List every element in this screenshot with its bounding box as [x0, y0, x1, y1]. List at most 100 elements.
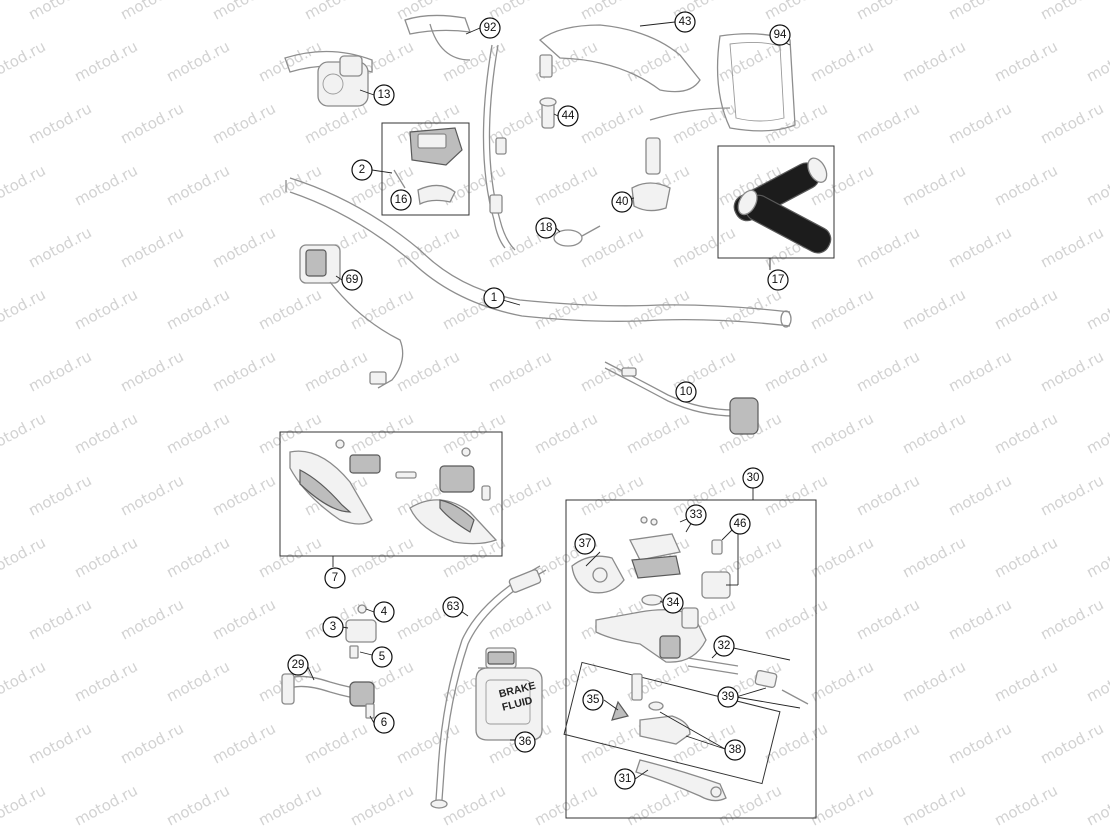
part-brake-hose — [430, 565, 547, 809]
callout-circle — [767, 269, 789, 291]
part-throttle-housing — [284, 50, 373, 107]
watermark-text: motod.ru — [577, 719, 646, 767]
watermark-text: motod.ru — [25, 595, 94, 643]
watermark-text: motod.ru — [1083, 37, 1110, 85]
watermark-text: motod.ru — [117, 0, 186, 24]
watermark-text: motod.ru — [1083, 409, 1110, 457]
watermark-text: motod.ru — [899, 161, 968, 209]
part-cable-10 — [604, 361, 759, 435]
watermark-text: motod.ru — [899, 37, 968, 85]
watermark-text: motod.ru — [945, 99, 1014, 147]
part-panel-94 — [649, 33, 796, 132]
watermark-text: motod.ru — [209, 0, 278, 24]
callout-number: 33 — [690, 509, 703, 521]
callout-92: 92 — [479, 17, 501, 39]
callout-circle — [442, 596, 464, 618]
watermark-text: motod.ru — [945, 719, 1014, 767]
watermark-text: motod.ru — [71, 533, 140, 581]
watermark-text: motod.ru — [25, 223, 94, 271]
callout-circle — [351, 159, 373, 181]
watermark-text: motod.ru — [393, 0, 462, 24]
part-clamp-40 — [631, 137, 671, 212]
watermark-text: motod.ru — [439, 781, 508, 829]
watermark-text: motod.ru — [255, 161, 324, 209]
watermark-text: motod.ru — [1037, 595, 1106, 643]
watermark-text: motod.ru — [807, 285, 876, 333]
callout-number: 38 — [729, 744, 742, 756]
callout-circle — [614, 768, 636, 790]
callout-63: 63 — [442, 596, 464, 618]
watermark-text: motod.ru — [945, 471, 1014, 519]
watermark-text: motod.ru — [0, 285, 49, 333]
callout-circle — [717, 686, 739, 708]
callout-circle — [514, 731, 536, 753]
callout-number: 92 — [484, 22, 497, 34]
watermark-text: motod.ru — [991, 533, 1060, 581]
callout-number: 3 — [330, 621, 336, 633]
watermark-text: motod.ru — [807, 657, 876, 705]
watermark-text: motod.ru — [991, 37, 1060, 85]
callout-number: 1 — [491, 292, 497, 304]
watermark-text: motod.ru — [209, 99, 278, 147]
watermark-text: motod.ru — [899, 409, 968, 457]
callout-31: 31 — [614, 768, 636, 790]
callout-1: 1 — [483, 287, 505, 309]
watermark-text: motod.ru — [347, 285, 416, 333]
part-master-cylinder — [563, 516, 809, 802]
watermark-text: motod.ru — [623, 285, 692, 333]
watermark-text: motod.ru — [853, 595, 922, 643]
callout-39: 39 — [717, 686, 739, 708]
watermark-text: motod.ru — [485, 471, 554, 519]
watermark-text: motod.ru — [623, 37, 692, 85]
watermark-text: motod.ru — [0, 409, 49, 457]
callout-4: 4 — [373, 601, 395, 623]
callout-circle — [724, 739, 746, 761]
watermark-text: motod.ru — [669, 223, 738, 271]
callout-40: 40 — [611, 191, 633, 213]
watermark-text: motod.ru — [807, 37, 876, 85]
callout-35: 35 — [582, 689, 604, 711]
watermark-text: motod.ru — [715, 285, 784, 333]
part-handguards — [289, 439, 498, 545]
callout-circle — [287, 654, 309, 676]
wire-69 — [329, 281, 404, 389]
callout-circle — [390, 189, 412, 211]
callout-circle — [483, 287, 505, 309]
callout-43: 43 — [674, 11, 696, 33]
watermark-text: motod.ru — [255, 533, 324, 581]
callout-circle — [373, 712, 395, 734]
callout-circle — [713, 635, 735, 657]
callout-circle — [373, 84, 395, 106]
watermark-text: motod.ru — [945, 0, 1014, 24]
part-cable-tie-18 — [553, 225, 601, 247]
watermark-text: motod.ru — [117, 223, 186, 271]
watermark-text: motod.ru — [0, 471, 3, 519]
watermark-text: motod.ru — [0, 0, 3, 24]
callout-number: 18 — [540, 222, 553, 234]
part-throttle-cables — [404, 14, 516, 251]
callout-number: 4 — [381, 606, 388, 618]
watermark-text: motod.ru — [991, 409, 1060, 457]
part-handlebar — [285, 177, 792, 328]
watermark-text: motod.ru — [945, 595, 1014, 643]
watermark-text: motod.ru — [209, 347, 278, 395]
watermark-text: motod.ru — [347, 409, 416, 457]
watermark-text: motod.ru — [0, 657, 49, 705]
callout-number: 44 — [562, 110, 575, 122]
callout-number: 37 — [579, 538, 592, 550]
watermark-text: motod.ru — [991, 657, 1060, 705]
watermark-text: motod.ru — [1083, 285, 1110, 333]
watermark-text: motod.ru — [25, 99, 94, 147]
callout-number: 32 — [718, 640, 731, 652]
watermark-text: motod.ru — [1083, 781, 1110, 829]
part-clamp-3 — [345, 604, 377, 659]
watermark-text: motod.ru — [531, 285, 600, 333]
watermark-text: motod.ru — [71, 657, 140, 705]
watermark-text: motod.ru — [25, 719, 94, 767]
watermark-text: motod.ru — [255, 781, 324, 829]
watermark-text: motod.ru — [623, 409, 692, 457]
watermark-text: motod.ru — [393, 223, 462, 271]
watermark-text: motod.ru — [899, 533, 968, 581]
watermark-text: motod.ru — [899, 657, 968, 705]
